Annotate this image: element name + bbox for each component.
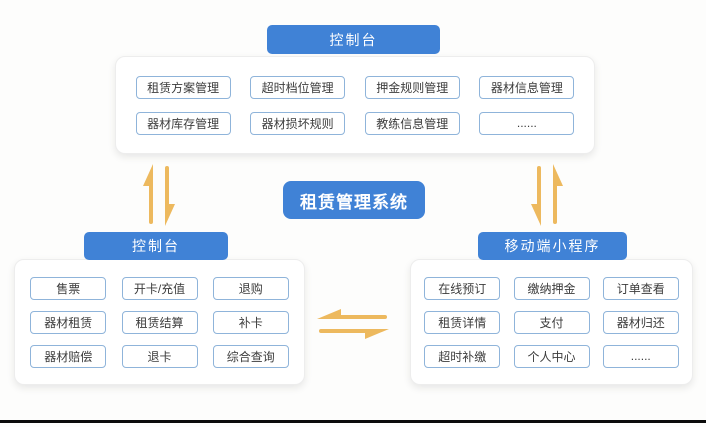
feature-box-overtime-tier-mgmt: 超时档位管理 (250, 75, 346, 99)
feature-box-equipment-return: 器材归还 (602, 310, 679, 334)
right-miniprogram-panel: 在线预订 缴纳押金 订单查看 租赁详情 支付 器材归还 超时补缴 个人中心 ..… (410, 259, 693, 385)
left-panel-row: 售票 开卡/充值 退购 (15, 276, 304, 300)
feature-box-payment: 支付 (513, 310, 590, 334)
feature-box-card-reissue: 补卡 (212, 310, 289, 334)
left-panel-row: 器材赔偿 退卡 综合查询 (15, 344, 304, 368)
feature-box-refund: 退购 (212, 276, 289, 300)
feature-box-online-booking: 在线预订 (424, 276, 501, 300)
feature-box-personal-center: 个人中心 (513, 344, 590, 368)
feature-box-comprehensive-query: 综合查询 (212, 344, 289, 368)
top-panel-row: 租赁方案管理 超时档位管理 押金规则管理 器材信息管理 (116, 75, 594, 99)
feature-box-ellipsis: ...... (479, 111, 575, 135)
feature-box-rental-details: 租赁详情 (424, 310, 501, 334)
feature-box-rental-settlement: 租赁结算 (121, 310, 198, 334)
feature-box-order-view: 订单查看 (602, 276, 679, 300)
feature-box-ellipsis: ...... (602, 344, 679, 368)
left-console-header: 控制台 (84, 232, 228, 260)
bottom-divider-line (0, 420, 706, 423)
system-title: 租赁管理系统 (283, 181, 425, 219)
feature-box-coach-info-mgmt: 教练信息管理 (364, 111, 460, 135)
left-console-panel: 售票 开卡/充值 退购 器材租赁 租赁结算 补卡 器材赔偿 退卡 综合查询 (14, 259, 305, 385)
feature-box-card-recharge: 开卡/充值 (121, 276, 198, 300)
right-panel-row: 在线预订 缴纳押金 订单查看 (411, 276, 692, 300)
swap-horizontal-arrows-icon (317, 309, 389, 339)
down-up-arrows-icon (531, 164, 563, 226)
top-console-header: 控制台 (267, 25, 440, 54)
top-console-panel: 租赁方案管理 超时档位管理 押金规则管理 器材信息管理 器材库存管理 器材损坏规… (115, 56, 595, 154)
feature-box-card-return: 退卡 (121, 344, 198, 368)
top-panel-row: 器材库存管理 器材损坏规则 教练信息管理 ...... (116, 111, 594, 135)
right-panel-row: 租赁详情 支付 器材归还 (411, 310, 692, 334)
up-down-arrows-icon (143, 164, 175, 226)
feature-box-equipment-rental: 器材租赁 (30, 310, 107, 334)
feature-box-rental-plan-mgmt: 租赁方案管理 (135, 75, 231, 99)
feature-box-equipment-compensation: 器材赔偿 (30, 344, 107, 368)
feature-box-equipment-stock-mgmt: 器材库存管理 (135, 111, 231, 135)
right-miniprogram-header: 移动端小程序 (478, 232, 627, 260)
right-panel-row: 超时补缴 个人中心 ...... (411, 344, 692, 368)
feature-box-pay-deposit: 缴纳押金 (513, 276, 590, 300)
feature-box-deposit-rule-mgmt: 押金规则管理 (364, 75, 460, 99)
feature-box-overtime-pay: 超时补缴 (424, 344, 501, 368)
feature-box-equipment-info-mgmt: 器材信息管理 (479, 75, 575, 99)
feature-box-equipment-damage-rule: 器材损坏规则 (250, 111, 346, 135)
feature-box-ticket-sale: 售票 (30, 276, 107, 300)
left-panel-row: 器材租赁 租赁结算 补卡 (15, 310, 304, 334)
